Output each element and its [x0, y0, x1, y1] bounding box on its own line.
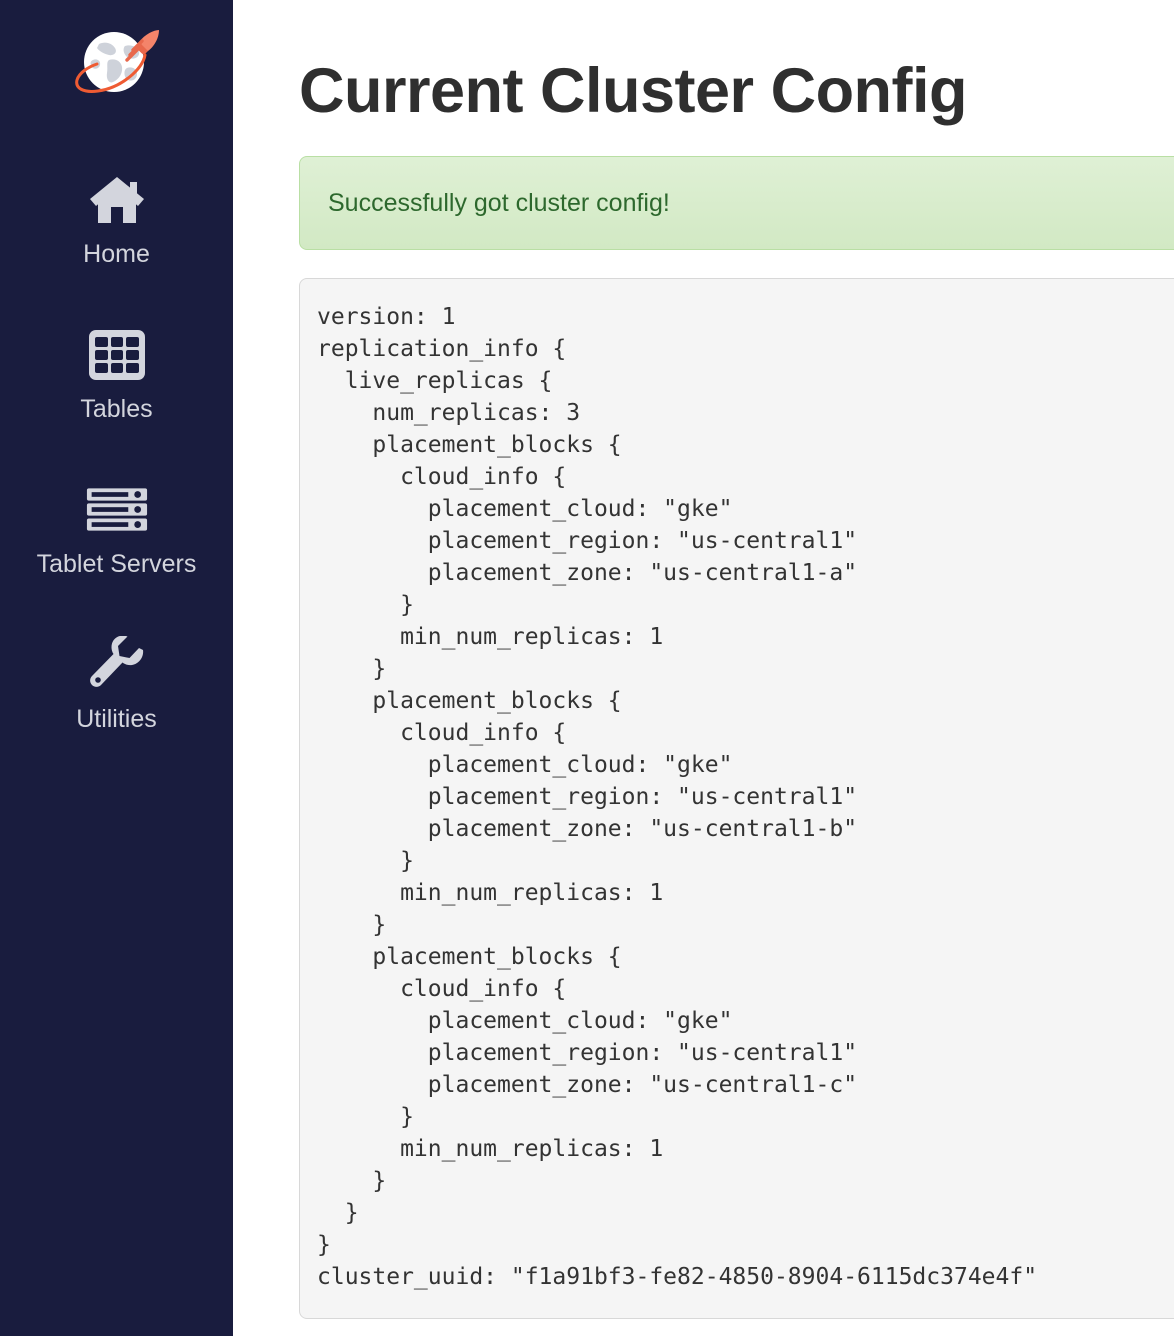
status-alert-message: Successfully got cluster config! — [328, 189, 670, 217]
table-grid-icon — [86, 325, 148, 385]
sidebar-item-label-home: Home — [83, 240, 150, 268]
sidebar-item-tablet-servers[interactable]: Tablet Servers — [0, 480, 233, 579]
cluster-config-panel: version: 1 replication_info { live_repli… — [299, 278, 1174, 1319]
main-content: Current Cluster Config Successfully got … — [233, 0, 1174, 1336]
sidebar-nav: Home Tables — [0, 0, 233, 1336]
sidebar-item-label-tablet-servers: Tablet Servers — [36, 550, 197, 578]
page-title: Current Cluster Config — [299, 56, 968, 126]
cluster-config-text[interactable]: version: 1 replication_info { live_repli… — [317, 304, 1038, 1290]
yugabyte-rocket-globe-logo[interactable] — [69, 22, 165, 112]
sidebar-item-label-utilities: Utilities — [76, 705, 157, 733]
sidebar-item-tables[interactable]: Tables — [0, 325, 233, 424]
sidebar-item-home[interactable]: Home — [0, 170, 233, 269]
wrench-icon — [86, 635, 148, 695]
sidebar-item-label-tables: Tables — [80, 395, 153, 423]
sidebar-item-utilities[interactable]: Utilities — [0, 635, 233, 734]
status-alert-success: Successfully got cluster config! — [299, 156, 1174, 250]
home-icon — [86, 170, 148, 230]
server-stack-icon — [86, 480, 148, 540]
